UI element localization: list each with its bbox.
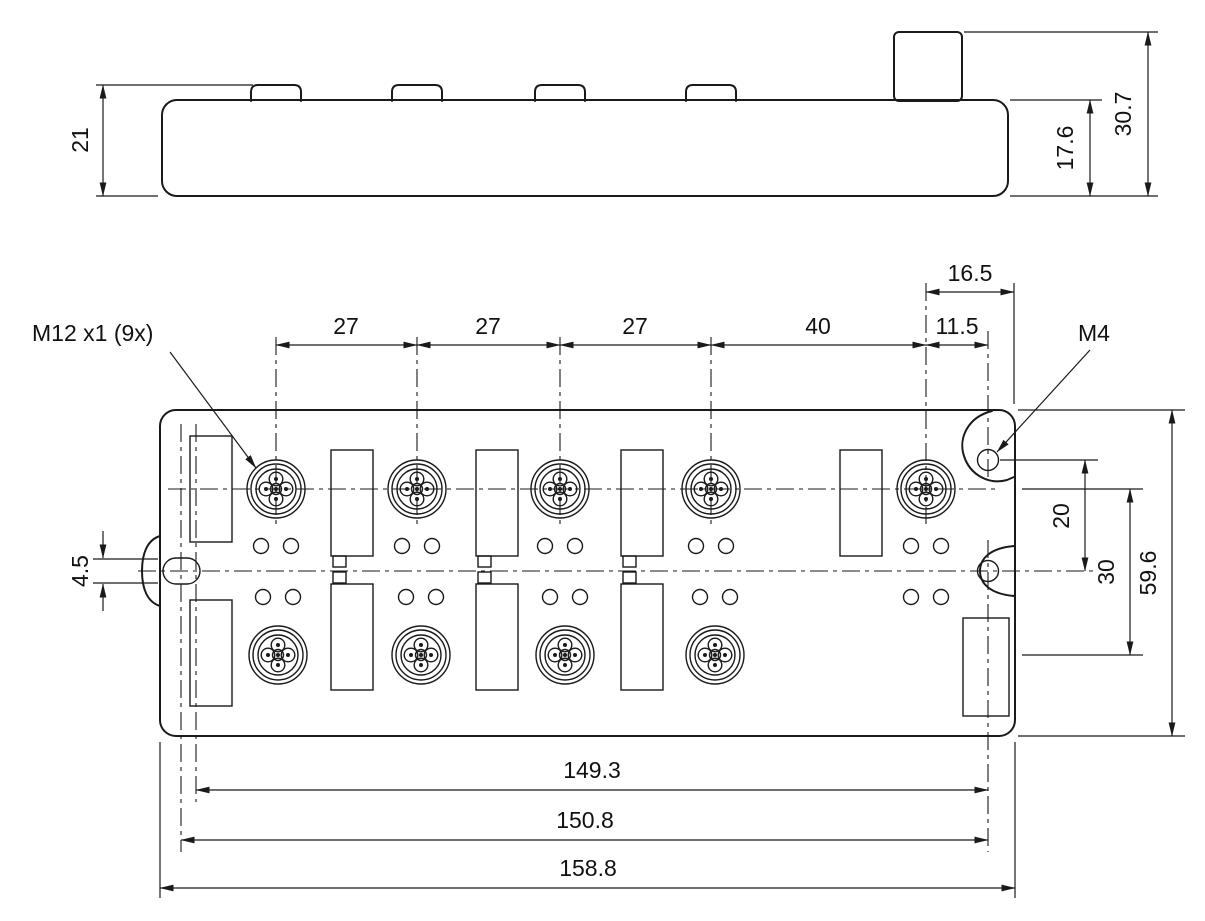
dim-pitch-3-label: 27 — [622, 313, 648, 339]
side-view: 21 17.6 30.7 — [67, 31, 1158, 197]
dim-front-height-label: 59.6 — [1135, 551, 1161, 596]
m12-port — [248, 625, 308, 685]
led — [902, 537, 920, 555]
m12-port — [391, 625, 451, 685]
dim-pitch-4-label: 40 — [805, 313, 831, 339]
label-windows — [189, 435, 1010, 717]
m12-connectors — [246, 459, 956, 685]
led — [566, 537, 584, 555]
led — [721, 588, 739, 606]
label-window — [620, 449, 664, 557]
led — [284, 588, 302, 606]
led — [691, 588, 709, 606]
dim-total-height-label: 30.7 — [1110, 92, 1136, 137]
label-notch — [332, 571, 347, 584]
label-notch — [622, 571, 637, 584]
led — [717, 537, 735, 555]
dim-pitch-2-label: 27 — [475, 313, 501, 339]
m12-port — [535, 625, 595, 685]
led — [541, 588, 559, 606]
front-body — [159, 409, 1016, 737]
m4-callout-label: M4 — [1078, 320, 1110, 346]
led — [932, 537, 950, 555]
side-connector-bumps — [250, 84, 737, 102]
m12-port — [685, 625, 745, 685]
label-window — [962, 617, 1010, 717]
led — [252, 537, 270, 555]
dim-width-2-label: 150.8 — [556, 807, 614, 833]
dim-width-1-label: 149.3 — [563, 757, 621, 783]
led — [536, 537, 554, 555]
led — [397, 588, 415, 606]
dimension-pitch-chain: 27 27 27 40 11.5 — [275, 313, 989, 349]
dimension-edge-offset: 16.5 — [925, 260, 1015, 404]
led — [571, 588, 589, 606]
led — [282, 537, 300, 555]
label-window — [475, 583, 519, 691]
label-window — [330, 583, 374, 691]
dimension-slot-height: 4.5 — [67, 531, 158, 611]
label-window — [475, 449, 519, 557]
front-view: 27 27 27 40 11.5 16.5 M12 x1 (9x) M4 4 — [32, 260, 1185, 898]
dim-pitch-1-label: 27 — [333, 313, 359, 339]
label-notch — [622, 555, 637, 568]
dim-housing-height-label: 17.6 — [1052, 126, 1078, 171]
dim-edge-offset-label: 16.5 — [948, 260, 993, 286]
led — [687, 537, 705, 555]
led — [393, 537, 411, 555]
m12-callout-label: M12 x1 (9x) — [32, 320, 153, 346]
label-window — [839, 449, 883, 557]
dim-slot-height-label: 4.5 — [67, 555, 93, 587]
dim-hole-spacing-label: 20 — [1048, 503, 1074, 529]
label-notch — [477, 555, 492, 568]
dim-pitch-5-label: 11.5 — [935, 313, 978, 339]
dim-row-spacing-label: 30 — [1093, 559, 1119, 585]
dimension-side-right: 17.6 30.7 — [964, 31, 1158, 197]
callout-m4: M4 — [996, 320, 1110, 453]
led — [902, 588, 920, 606]
led — [427, 588, 445, 606]
dim-width-3-label: 158.8 — [559, 855, 617, 881]
label-notch — [332, 555, 347, 568]
led — [932, 588, 950, 606]
dimension-hole-spacing: 20 — [1000, 459, 1098, 572]
label-window — [620, 583, 664, 691]
callout-m12: M12 x1 (9x) — [32, 320, 257, 469]
dimension-front-height: 59.6 — [1018, 409, 1185, 737]
dimension-row-spacing: 30 — [1022, 488, 1143, 656]
side-body — [161, 99, 1009, 197]
led — [423, 537, 441, 555]
label-notch — [477, 571, 492, 584]
led — [254, 588, 272, 606]
dimension-widths: 149.3 150.8 158.8 — [159, 742, 1016, 898]
dimension-side-height: 21 — [67, 84, 253, 197]
dim-side-height-label: 21 — [67, 127, 93, 153]
centerlines — [138, 283, 1098, 852]
top-right-mounting-ear — [961, 410, 1015, 483]
label-window — [330, 449, 374, 557]
side-top-connector — [893, 31, 963, 102]
